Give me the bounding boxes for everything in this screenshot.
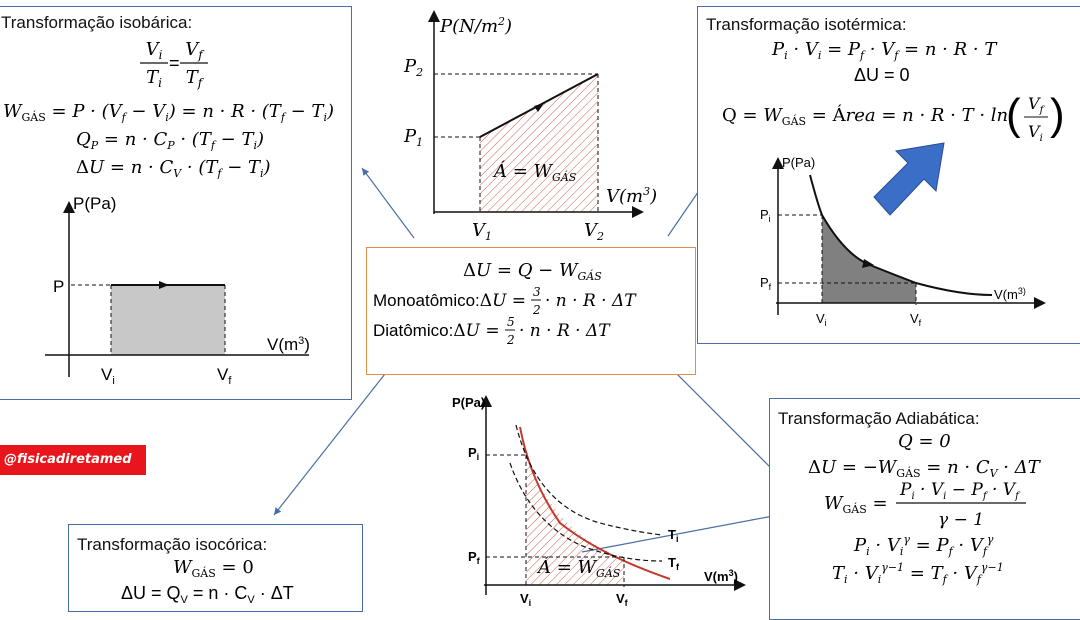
decorative-arrow-icon — [873, 142, 945, 216]
svg-text:Vi: Vi — [146, 39, 163, 62]
isotermica-label-pf: Pf — [760, 275, 772, 292]
adiabatic-label-tf: Tf — [668, 555, 680, 572]
adiabatic-graph: P(Pa) V(m3) Pi Pf Vi Vf Ti Tf Á = WGÁS — [452, 395, 746, 608]
central-axis-y: P(N/m2) — [439, 15, 512, 37]
isotermica-box: Transformação isotérmica: Pi · Vi = Pf ·… — [697, 6, 1080, 344]
svg-text:Pi · Vi − Pf · Vf: Pi · Vi − Pf · Vf — [899, 480, 1021, 502]
svg-text:Vf: Vf — [185, 39, 205, 62]
instagram-handle-badge: @fisicadiretamed — [0, 445, 146, 475]
isotermica-label-pi: Pi — [760, 207, 771, 224]
central-work-area — [480, 74, 598, 212]
svg-text:Ti: Ti — [146, 67, 162, 90]
adiabatica-eq5: Ti · Viγ−1 = Tf · Vfγ−1 — [832, 561, 1004, 586]
svg-text:ΔU = n · CV · (Tf − Ti): ΔU = n · CV · (Tf − Ti) — [76, 157, 271, 179]
adiabatic-label-vf: Vf — [616, 591, 629, 608]
central-box: ΔU = Q − WGÁS Monoatômico:ΔU = 3 2 · n · … — [366, 247, 696, 375]
isobarica-graph: P(Pa) V(m3) P Vi Vf — [45, 194, 310, 387]
isocorica-eq2: ΔU = QV = n · CV · ΔT — [121, 583, 294, 606]
isotermica-eq1: Pi · Vi = Pf · Vf = n · R · T — [771, 39, 998, 62]
svg-text:Tf: Tf — [186, 67, 205, 90]
arrow-to-adiabatica — [667, 364, 779, 476]
isotermica-label-vf: Vf — [910, 311, 922, 328]
central-p1: P1 — [403, 126, 423, 149]
svg-text:3: 3 — [533, 285, 541, 299]
central-v1: V1 — [472, 220, 492, 242]
central-v2: V2 — [584, 220, 604, 242]
adiabatica-box: Transformação Adiabática: Q = 0 ΔU = −WG… — [769, 398, 1080, 620]
isotermica-label-vi: Vi — [816, 311, 827, 328]
isobarica-work-area — [111, 285, 225, 355]
svg-text:=: = — [169, 53, 180, 73]
isotherm-ti — [515, 424, 663, 536]
svg-text:· n · R · ΔT: · n · R · ΔT — [519, 321, 611, 341]
isotermica-axis-x: V(m3) — [994, 286, 1026, 302]
isotermica-graph: P(Pa) V(m3) Pi Pf Vi Vf — [760, 155, 1046, 328]
isotermica-axis-y: P(Pa) — [782, 155, 815, 170]
isotherm-tf — [509, 462, 663, 562]
adiabatic-work-area — [526, 455, 624, 585]
isocorica-title: Transformação isocórica: — [77, 535, 268, 554]
isobarica-ratio: Vi Ti = Vf Tf — [140, 39, 208, 90]
isotermica-title: Transformação isotérmica: — [706, 15, 907, 34]
svg-text:2: 2 — [506, 333, 515, 347]
adiabatica-eq2: ΔU = −WGÁS = n · CV · ΔT — [808, 457, 1042, 480]
arrow-to-isocorica — [273, 364, 393, 516]
isobarica-box: Transformação isobárica: Vi Ti = Vf Tf W… — [0, 6, 352, 400]
central-eq3: Diatômico:ΔU = — [373, 321, 500, 341]
isobarica-label-vi: Vi — [101, 365, 115, 387]
svg-text:· n · R · ΔT: · n · R · ΔT — [545, 291, 637, 311]
adiabatica-equations: Q = 0 ΔU = −WGÁS = n · CV · ΔT WGÁS = Pi… — [808, 431, 1042, 586]
arrow-adiabatic-graph-to-box — [581, 507, 806, 553]
isotermica-eq2: ΔU = 0 — [854, 65, 910, 85]
isocorica-equations: WGÁS = 0 ΔU = QV = n · CV · ΔT — [121, 557, 294, 606]
isobarica-axis-y: P(Pa) — [73, 194, 116, 213]
isocorica-box: Transformação isocórica: WGÁS = 0 ΔU = Q… — [68, 524, 363, 612]
svg-text:Vf: Vf — [1028, 94, 1046, 116]
isobarica-label-vf: Vf — [217, 365, 232, 387]
isobarica-eq4: ΔU = n · CV · (Tf − Ti) — [74, 153, 314, 184]
adiabatic-label-vi: Vi — [520, 591, 531, 608]
adiabatic-label-pf: Pf — [468, 549, 481, 566]
isotermica-equations: Pi · Vi = Pf · Vf = n · R · T ΔU = 0 Q =… — [722, 39, 1065, 144]
central-eq1: ΔU = Q − WGÁS — [463, 260, 602, 283]
adiabatica-title: Transformação Adiabática: — [778, 409, 980, 428]
adiabatic-label-ti: Ti — [668, 527, 678, 544]
svg-text:5: 5 — [507, 315, 515, 329]
isobarica-axis-x: V(m3) — [267, 335, 310, 354]
adiabatica-eq4: Pi · Viγ = Pf · Vfγ — [853, 533, 994, 558]
central-eq2: Monoatômico:ΔU = — [373, 291, 526, 311]
isobarica-title: Transformação isobárica: — [1, 13, 193, 32]
central-equations: ΔU = Q − WGÁS Monoatômico:ΔU = 3 2 · n · … — [373, 260, 637, 347]
arrow-to-isobarica — [361, 167, 415, 239]
adiabatica-eq3: WGÁS = — [824, 493, 888, 516]
central-axis-x: V(m3) — [606, 185, 657, 207]
adiabatic-axis-y: P(Pa) — [452, 395, 485, 410]
svg-text:γ − 1: γ − 1 — [938, 510, 984, 530]
svg-text:(: ( — [1006, 90, 1021, 139]
isobarica-eq1: Vi Ti = Vf Tf — [134, 33, 214, 98]
svg-text:Vi: Vi — [1028, 122, 1043, 144]
svg-text:QP = n · CP · (Tf − Ti): QP = n · CP · (Tf − Ti) — [76, 129, 264, 151]
isobarica-eq3: QP = n · CP · (Tf − Ti) — [74, 125, 314, 156]
isobarica-eq2: WGÁS = P · (Vf − Vi) = n · R · (Tf − Ti) — [1, 97, 351, 128]
isotermica-eq3: Q = WGÁS = Área = n · R · T · ln — [722, 103, 1008, 128]
adiabatic-label-pi: Pi — [468, 445, 479, 462]
isocorica-eq1: WGÁS = 0 — [173, 557, 254, 580]
central-graph: P(N/m2) V(m3) P2 P1 V1 V2 Á = WGÁS — [403, 10, 657, 242]
isobarica-label-p: P — [53, 277, 64, 296]
svg-text:2: 2 — [532, 303, 541, 317]
adiabatic-axis-x: V(m3) — [704, 568, 738, 584]
svg-text:WGÁS = P · (Vf − Vi) = n · R ·: WGÁS = P · (Vf − Vi) = n · R · (Tf − Ti) — [3, 101, 334, 123]
central-p2: P2 — [403, 56, 423, 79]
adiabatica-eq1: Q = 0 — [898, 431, 951, 452]
isotermica-work-area — [822, 215, 916, 303]
svg-text:): ) — [1050, 90, 1065, 139]
